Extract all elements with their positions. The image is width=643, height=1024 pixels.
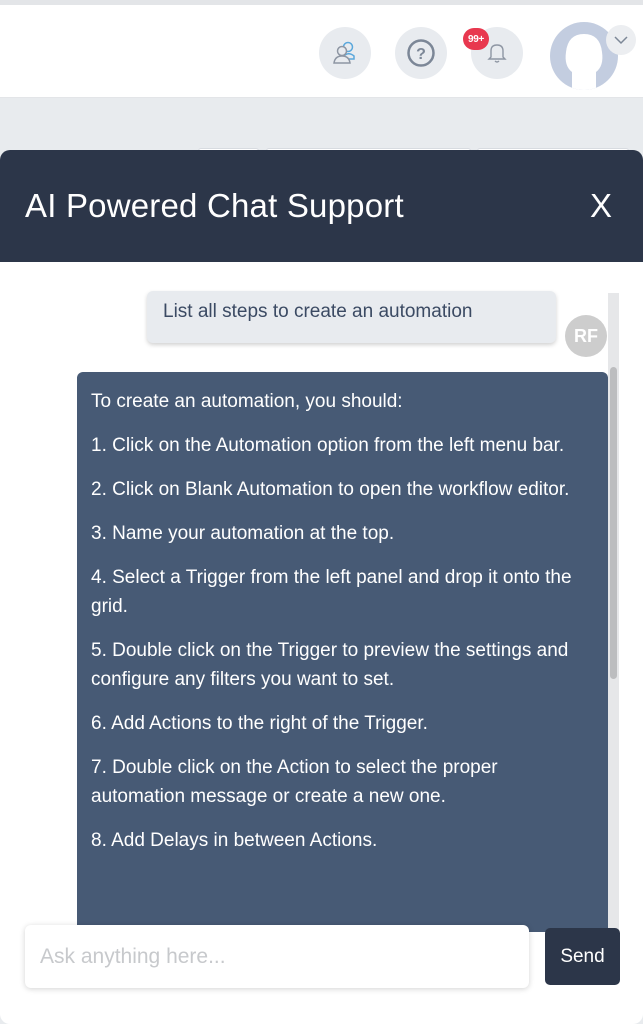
chat-panel-header: AI Powered Chat Support X bbox=[0, 150, 643, 262]
help-button[interactable]: ? bbox=[395, 27, 447, 79]
bot-message-paragraph: 4. Select a Trigger from the left panel … bbox=[91, 567, 572, 617]
user-silhouette-icon bbox=[565, 34, 603, 90]
help-icon: ? bbox=[407, 39, 435, 67]
chat-support-panel: AI Powered Chat Support X List all steps… bbox=[0, 150, 643, 1024]
top-navigation-bar: ? 99+ bbox=[0, 5, 643, 98]
team-button[interactable] bbox=[319, 27, 371, 79]
notification-bell-icon bbox=[487, 44, 507, 63]
profile-dropdown-button[interactable] bbox=[606, 25, 636, 55]
browser-top-strip bbox=[0, 0, 643, 5]
send-button[interactable]: Send bbox=[545, 928, 620, 985]
bot-message-paragraph: 3. Name your automation at the top. bbox=[91, 523, 395, 544]
user-avatar: RF bbox=[565, 315, 607, 357]
bot-message-paragraph: 2. Click on Blank Automation to open the… bbox=[91, 479, 570, 500]
chat-input[interactable] bbox=[25, 925, 529, 988]
svg-text:?: ? bbox=[416, 46, 426, 63]
chat-panel-title: AI Powered Chat Support bbox=[25, 187, 404, 224]
bot-message-paragraph: 8. Add Delays in between Actions. bbox=[91, 830, 378, 851]
bot-message-paragraph: 6. Add Actions to the right of the Trigg… bbox=[91, 713, 428, 734]
bot-message-paragraph: 7. Double click on the Action to select … bbox=[91, 757, 498, 807]
close-chat-button[interactable]: X bbox=[589, 187, 612, 224]
user-message-bubble: List all steps to create an automation bbox=[147, 291, 556, 343]
team-icon bbox=[333, 41, 355, 64]
chat-composer bbox=[25, 925, 529, 988]
chevron-down-icon bbox=[614, 35, 628, 44]
chat-messages-area: List all steps to create an automation R… bbox=[0, 262, 643, 933]
bot-message-paragraph: To create an automation, you should: bbox=[91, 391, 403, 412]
chat-scrollbar-thumb[interactable] bbox=[610, 367, 617, 679]
bot-message-bubble: To create an automation, you should: 1. … bbox=[77, 372, 608, 932]
bot-message-paragraph: 1. Click on the Automation option from t… bbox=[91, 435, 565, 456]
bot-message-paragraph: 5. Double click on the Trigger to previe… bbox=[91, 640, 569, 690]
notification-badge: 99+ bbox=[463, 28, 489, 50]
